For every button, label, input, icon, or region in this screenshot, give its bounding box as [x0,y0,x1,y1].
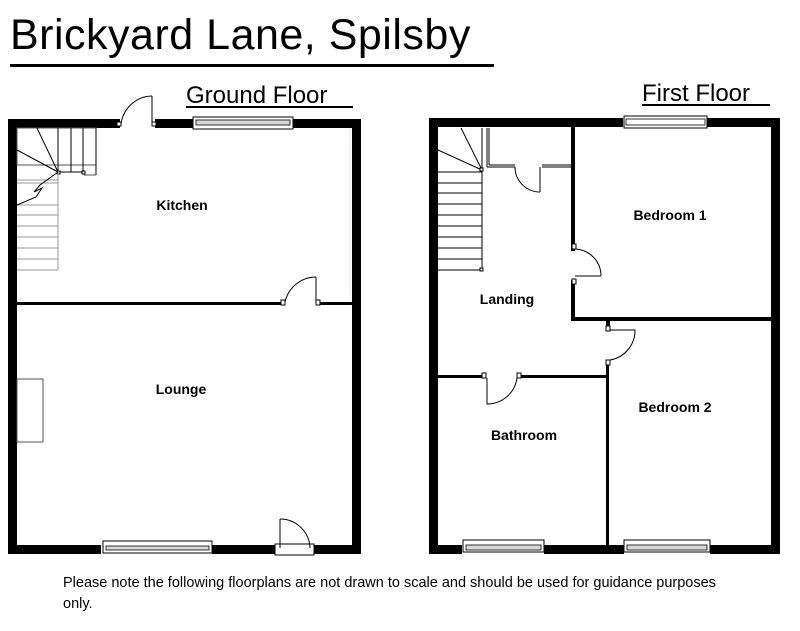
ground-floor-label: Ground Floor [186,82,328,109]
door-bedroom-1 [571,243,602,285]
window-lounge [102,540,213,554]
first-floor-walls [429,118,780,554]
door-back [116,95,157,127]
room-label-lounge: Lounge [156,381,207,397]
room-label-bedroom-2: Bedroom 2 [638,399,711,415]
room-label-bedroom-1: Bedroom 1 [633,207,706,223]
room-label-kitchen: Kitchen [156,197,207,213]
window-bathroom [462,539,545,553]
door-front [274,518,315,556]
first-floor-underline [642,104,770,106]
fireplace [16,378,44,443]
staircase-first [437,127,484,272]
door-kitchen-lounge [280,276,321,306]
window-kitchen [192,116,294,130]
door-bedroom-2 [605,325,636,366]
window-bedroom-1 [623,115,708,129]
window-bedroom-2 [623,539,711,553]
title-underline [10,64,494,67]
cupboard [486,128,571,193]
ground-floor-underline [186,106,353,108]
first-floor-label: First Floor [642,80,750,107]
room-label-bathroom: Bathroom [491,427,557,443]
room-label-landing: Landing [480,291,534,307]
staircase-ground [16,127,97,271]
page-title: Brickyard Lane, Spilsby [10,11,471,59]
disclaimer-note: Please note the following floorplans are… [63,575,716,612]
door-bathroom [481,372,522,405]
